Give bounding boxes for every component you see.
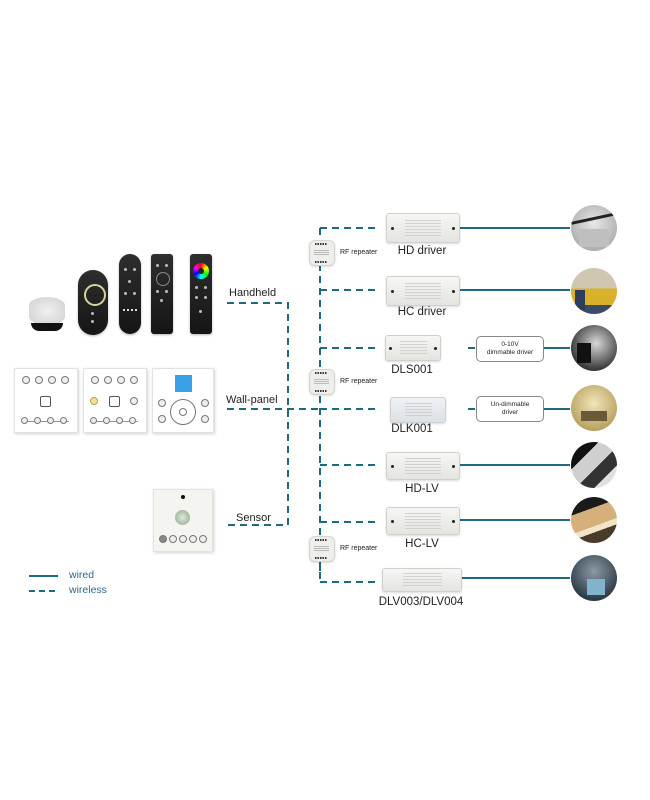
photo-linear-ceiling-lights: [571, 497, 617, 543]
pir-sensor-panel: [153, 489, 213, 552]
photo-office-black-white: [571, 442, 617, 488]
dlk001-driver: [390, 397, 446, 423]
hc-driver: [386, 276, 460, 306]
rf-repeater-3: [309, 536, 335, 562]
rf-repeater-2: [309, 369, 335, 395]
hc-driver-label: HC driver: [397, 306, 447, 318]
rf-repeater-1: [309, 240, 335, 266]
rf-repeater-2-label: RF repeater: [340, 378, 378, 385]
sensor-label: Sensor: [236, 512, 271, 524]
rgb-color-wheel-remote: [190, 254, 212, 334]
photo-warehouse-blue: [571, 555, 617, 601]
hd-driver-label: HD driver: [397, 245, 447, 257]
dlv003-dlv004-label: DLV003/DLV004: [378, 596, 464, 608]
rf-repeater-3-label: RF repeater: [340, 545, 378, 552]
legend-wireless-label: wireless: [69, 584, 107, 596]
hc-lv-label: HC-LV: [405, 538, 439, 550]
wall-panel-4-scene: [14, 368, 78, 433]
hd-driver: [386, 213, 460, 243]
hc-lv-driver: [386, 507, 460, 535]
legend-wired-label: wired: [69, 569, 95, 581]
dlk001-label: DLK001: [391, 423, 433, 435]
wall-panel-label: Wall-panel: [226, 394, 278, 406]
touch-ring-remote: [78, 270, 108, 335]
rf-repeater-1-label: RF repeater: [340, 249, 378, 256]
dls001-label: DLS001: [391, 364, 433, 376]
lcd-screen: [175, 375, 192, 392]
dls001-driver: [385, 335, 441, 361]
photo-clothing-store: [571, 268, 617, 314]
photo-retail-store-track-lights: [571, 205, 617, 251]
wall-panel-lcd-dial: [152, 368, 214, 433]
remote-control-b: [151, 254, 173, 334]
wall-panel-4-scene-cct: [83, 368, 147, 433]
hd-lv-driver: [386, 452, 460, 480]
handheld-wireless-link: [227, 302, 289, 526]
remote-control-a: [119, 254, 141, 334]
smart-speaker: [29, 297, 65, 333]
photo-boutique-warm: [571, 385, 617, 431]
hd-lv-label: HD-LV: [405, 483, 439, 495]
handheld-label: Handheld: [229, 287, 277, 299]
dlv003-dlv004-driver: [382, 568, 462, 592]
photo-showroom-dark: [571, 325, 617, 371]
